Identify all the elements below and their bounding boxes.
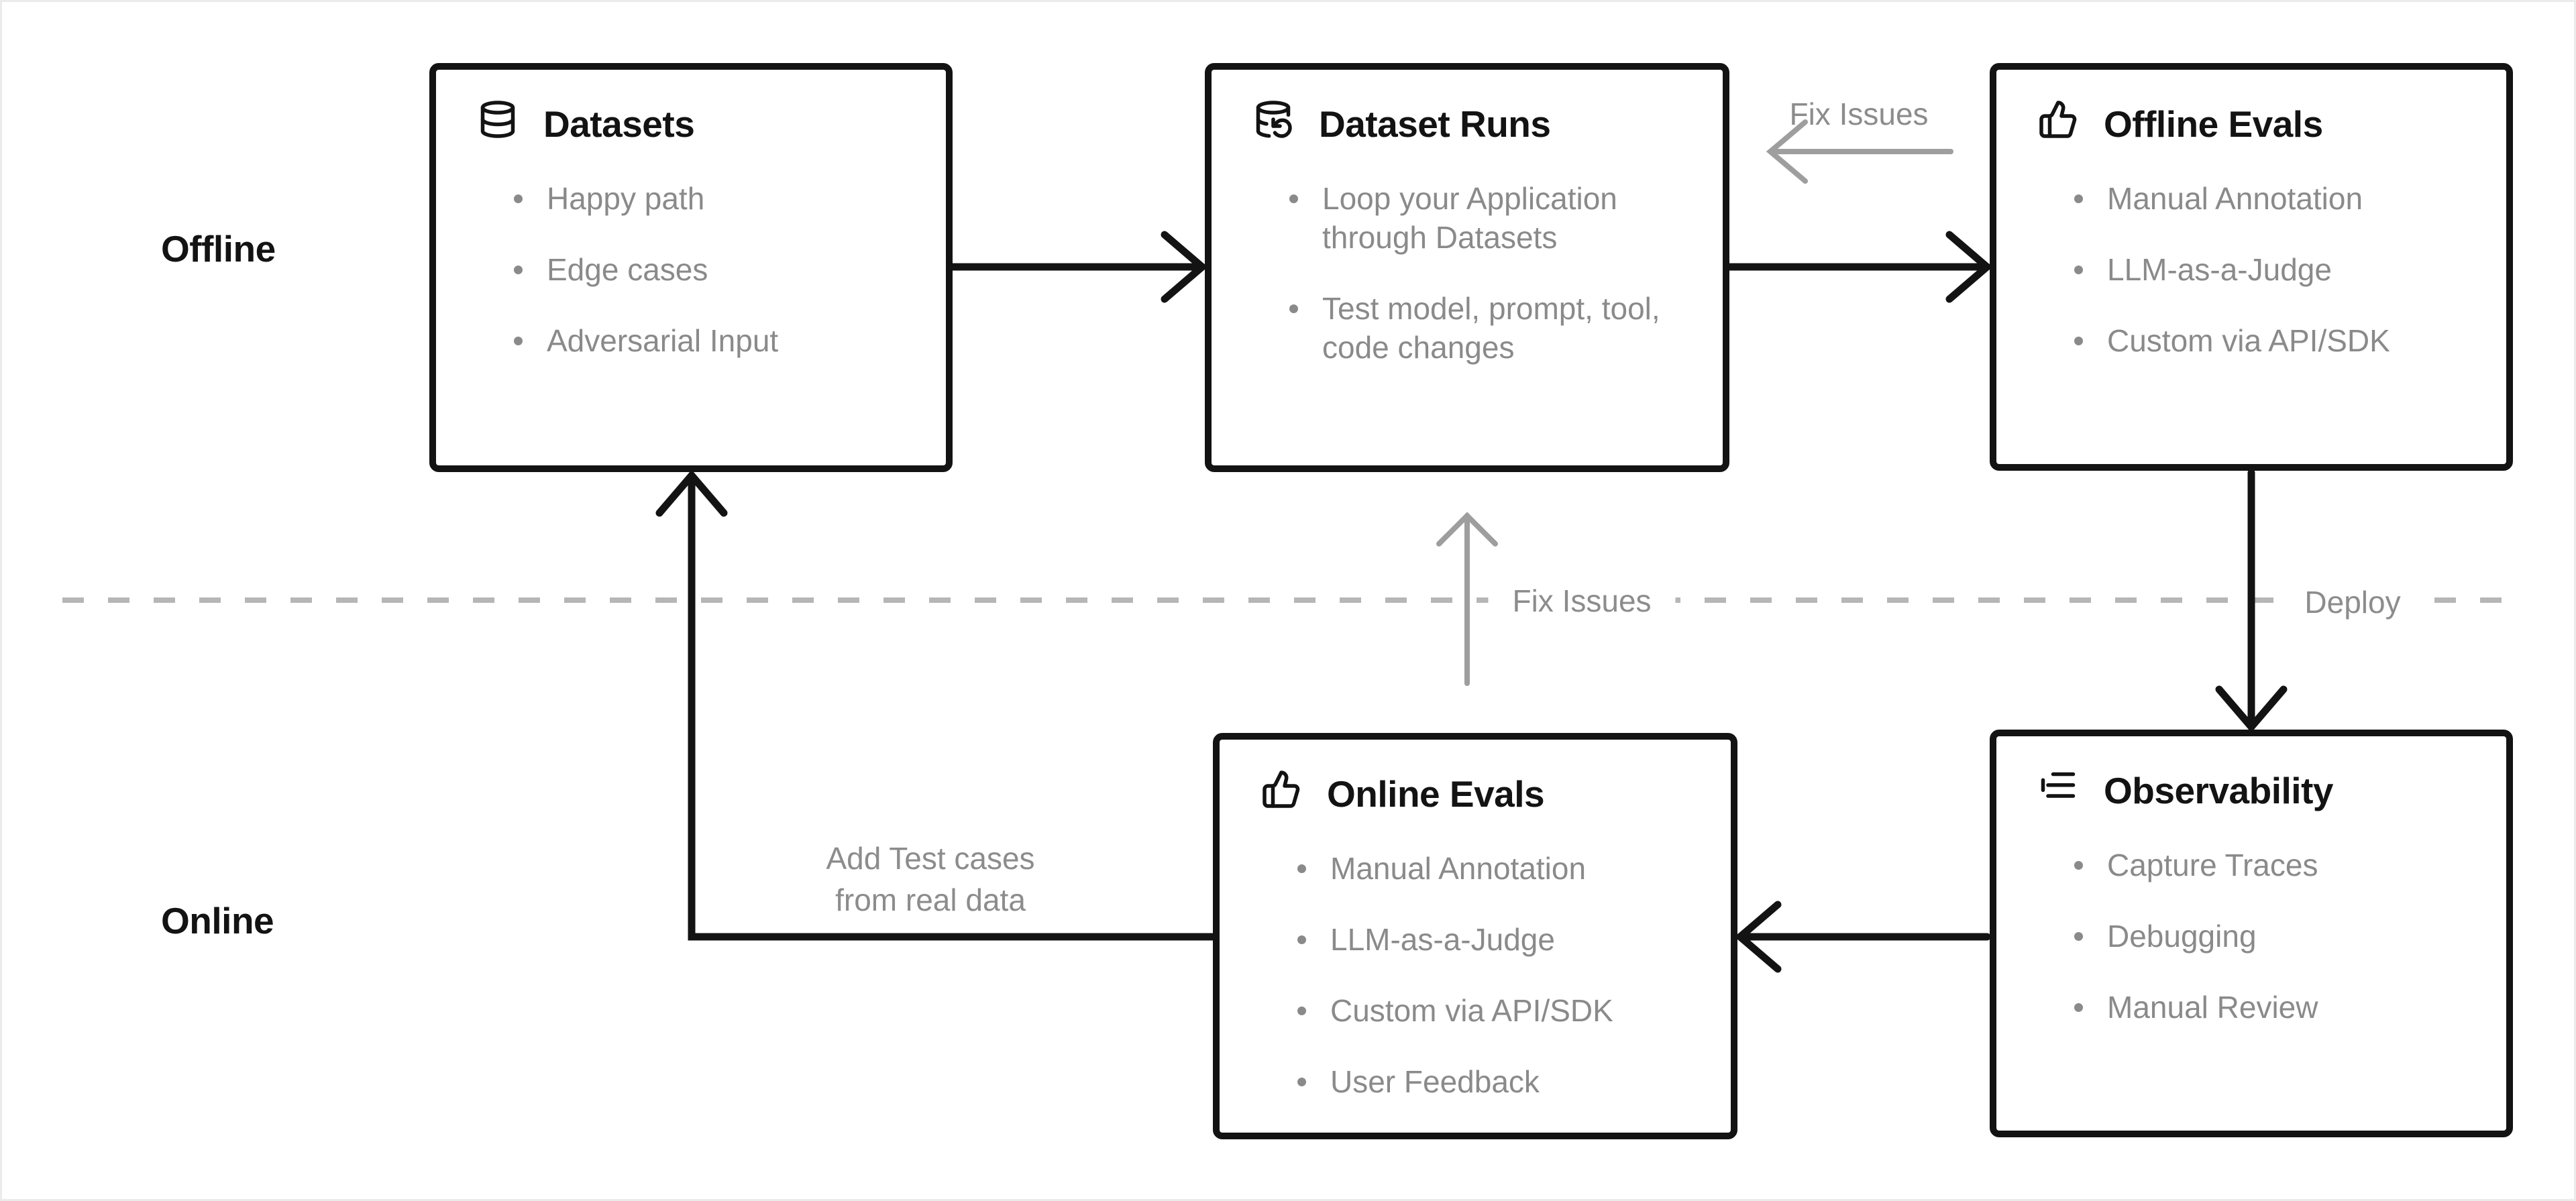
list-item-text: Manual Annotation	[1330, 851, 1587, 886]
bullet-icon	[1289, 304, 1298, 313]
dataset-runs-card: Dataset Runs Loop your Application throu…	[1205, 63, 1729, 472]
list-item-text: Manual Annotation	[2107, 181, 2363, 216]
datasets-card-title: Datasets	[478, 99, 946, 148]
bullet-icon	[1297, 1007, 1306, 1015]
offline-evals-list: Manual Annotation LLM-as-a-Judge Custom …	[1996, 179, 2506, 360]
list-item: Loop your Application through Datasets	[1289, 179, 1693, 257]
list-item: Edge cases	[514, 250, 916, 289]
fix-issues-middle-label: Fix Issues	[1488, 583, 1676, 619]
online-evals-card: Online Evals Manual Annotation LLM-as-a-…	[1213, 733, 1737, 1139]
database-refresh-icon	[1253, 99, 1293, 148]
list-item-text: LLM-as-a-Judge	[2107, 252, 2332, 287]
online-section-label: Online	[161, 900, 274, 941]
bullet-icon	[1289, 194, 1298, 203]
dataset-runs-title-text: Dataset Runs	[1319, 103, 1551, 145]
datasets-title-text: Datasets	[543, 103, 695, 145]
list-item-text: Manual Review	[2107, 990, 2318, 1025]
bullet-icon	[1297, 864, 1306, 873]
list-item: Capture Traces	[2074, 846, 2477, 884]
dataset-runs-card-title: Dataset Runs	[1253, 99, 1723, 148]
bullet-icon	[514, 266, 523, 274]
offline-evals-card: Offline Evals Manual Annotation LLM-as-a…	[1990, 63, 2513, 471]
observability-list: Capture Traces Debugging Manual Review	[1996, 846, 2506, 1027]
list-item: LLM-as-a-Judge	[1297, 920, 1701, 959]
offline-section-label: Offline	[161, 228, 276, 270]
bullet-icon	[514, 337, 523, 345]
fix-issues-top-label: Fix Issues	[1789, 97, 1929, 131]
list-item: Custom via API/SDK	[2074, 321, 2477, 360]
arrow-deploy-offline-evals-to-observability	[2215, 469, 2288, 733]
observability-title-text: Observability	[2104, 769, 2333, 811]
list-item: Happy path	[514, 179, 916, 218]
bullet-icon	[2074, 337, 2083, 345]
add-test-cases-label: Add Test cases from real data	[826, 838, 1034, 921]
list-item: Manual Annotation	[2074, 179, 2477, 218]
arrow-observability-to-online-evals	[1734, 901, 1991, 973]
bullet-icon	[2074, 861, 2083, 870]
list-item-text: LLM-as-a-Judge	[1330, 922, 1555, 957]
arrow-dataset-runs-to-offline-evals	[1725, 231, 1993, 303]
online-evals-list: Manual Annotation LLM-as-a-Judge Custom …	[1220, 849, 1731, 1101]
offline-evals-title-text: Offline Evals	[2104, 103, 2323, 145]
online-evals-title-text: Online Evals	[1327, 773, 1545, 815]
database-icon	[478, 99, 518, 148]
thumbs-up-icon	[2038, 99, 2078, 148]
list-item: Adversarial Input	[514, 321, 916, 360]
online-evals-card-title: Online Evals	[1261, 769, 1731, 818]
list-item-text: Test model, prompt, tool, code changes	[1322, 291, 1660, 365]
list-item-text: Custom via API/SDK	[1330, 993, 1613, 1028]
list-item-text: Edge cases	[547, 252, 708, 287]
fix-issues-middle-arrow	[1436, 512, 1498, 686]
bullet-icon	[2074, 932, 2083, 941]
list-item: LLM-as-a-Judge	[2074, 250, 2477, 289]
thumbs-up-icon	[1261, 769, 1301, 818]
list-item-text: Debugging	[2107, 919, 2257, 954]
list-item: Manual Annotation	[1297, 849, 1701, 888]
bullet-icon	[2074, 1003, 2083, 1012]
list-item-text: Custom via API/SDK	[2107, 323, 2390, 358]
list-item: Manual Review	[2074, 988, 2477, 1027]
list-item-text: User Feedback	[1330, 1064, 1540, 1099]
bullet-icon	[2074, 194, 2083, 203]
list-item: Test model, prompt, tool, code changes	[1289, 289, 1693, 367]
list-item: Debugging	[2074, 917, 2477, 956]
datasets-list: Happy path Edge cases Adversarial Input	[436, 179, 946, 360]
arrow-datasets-to-dataset-runs	[948, 231, 1208, 303]
list-item-text: Adversarial Input	[547, 323, 779, 358]
datasets-card: Datasets Happy path Edge cases Adversari…	[429, 63, 953, 472]
list-item-text: Happy path	[547, 181, 705, 216]
bullet-icon	[2074, 266, 2083, 274]
list-item-text: Capture Traces	[2107, 848, 2318, 882]
bullet-icon	[1297, 1078, 1306, 1086]
add-test-cases-line2: from real data	[835, 882, 1026, 917]
bullet-icon	[1297, 935, 1306, 944]
add-test-cases-line1: Add Test cases	[826, 841, 1035, 876]
deploy-label: Deploy	[2280, 584, 2425, 620]
bullet-icon	[514, 194, 523, 203]
list-tree-icon	[2038, 766, 2078, 815]
list-item: Custom via API/SDK	[1297, 991, 1701, 1030]
list-item: User Feedback	[1297, 1062, 1701, 1101]
list-item-text: Loop your Application through Datasets	[1322, 181, 1617, 255]
observability-card-title: Observability	[2038, 766, 2506, 815]
observability-card: Observability Capture Traces Debugging M…	[1990, 730, 2513, 1137]
offline-evals-card-title: Offline Evals	[2038, 99, 2506, 148]
dataset-runs-list: Loop your Application through Datasets T…	[1212, 179, 1723, 367]
